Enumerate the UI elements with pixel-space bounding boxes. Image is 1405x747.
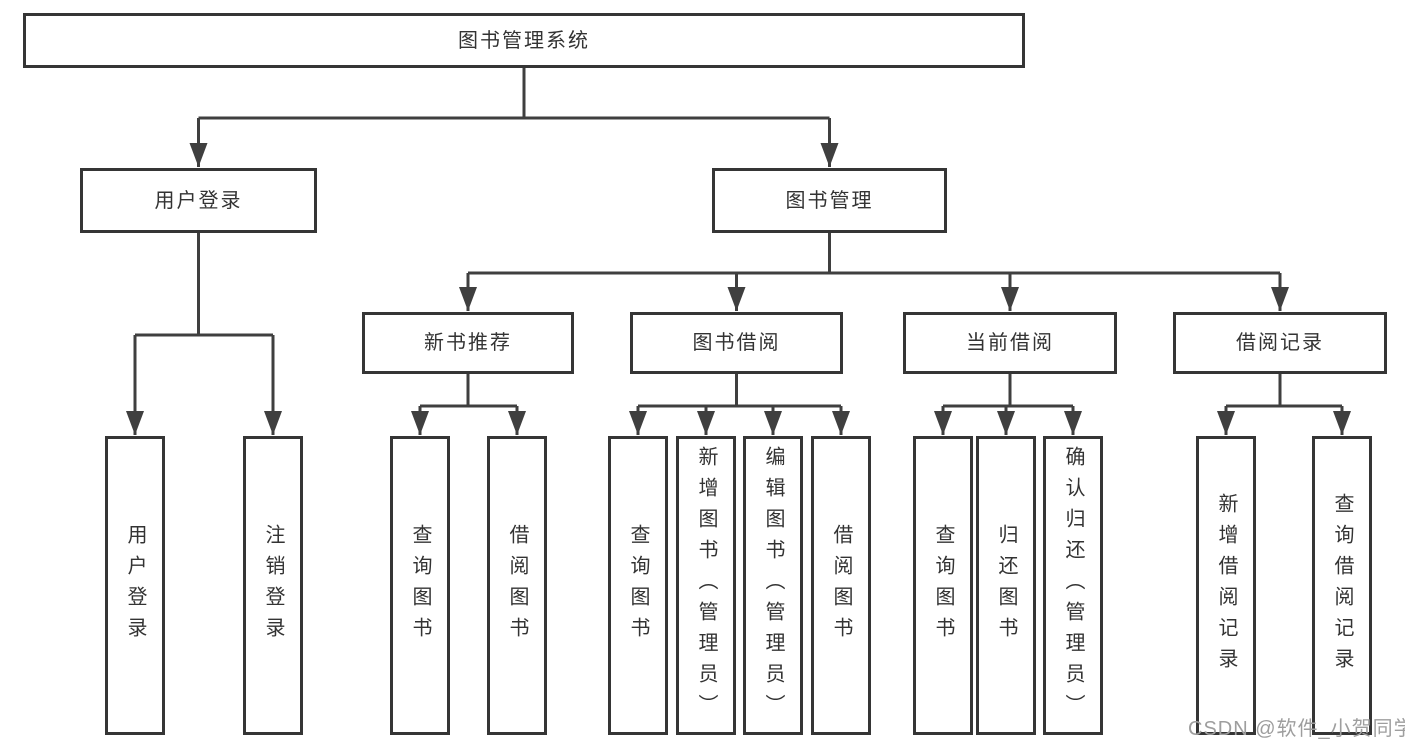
leaf-query-book-1: 查询图书 [390,436,450,735]
leaf-add-borrow-record: 新增借阅记录 [1196,436,1256,735]
node-label: 借阅记录 [1236,332,1324,354]
node-label: 当前借阅 [966,332,1054,354]
leaf-edit-book-admin: 编辑图书（管理员） [743,436,803,735]
node-label: 图书借阅 [692,332,781,354]
leaf-return-book: 归还图书 [976,436,1036,735]
node-label: 新增借阅记录 [1215,492,1237,679]
node-label: 借阅图书 [506,523,528,648]
node-label: 查询图书 [409,523,431,648]
node-label: 注销登录 [262,523,284,648]
node-book-management: 图书管理 [712,168,947,233]
node-new-book-recommend: 新书推荐 [362,312,574,374]
leaf-query-borrow-record: 查询借阅记录 [1312,436,1372,735]
node-label: 新书推荐 [424,332,512,354]
leaf-borrow-book-1: 借阅图书 [487,436,547,735]
node-label: 用户登录 [124,523,146,648]
node-label: 查询图书 [627,523,649,648]
node-book-borrow: 图书借阅 [630,312,843,374]
node-label: 查询图书 [932,523,954,648]
node-label: 查询借阅记录 [1331,492,1353,679]
leaf-user-login: 用户登录 [105,436,165,735]
leaf-add-book-admin: 新增图书（管理员） [676,436,736,735]
node-label: 借阅图书 [830,523,852,648]
node-label: 新增图书（管理员） [695,446,717,725]
leaf-query-book-2: 查询图书 [608,436,668,735]
node-label: 确认归还（管理员） [1062,446,1084,725]
node-label: 编辑图书（管理员） [762,446,784,725]
leaf-confirm-return-admin: 确认归还（管理员） [1043,436,1103,735]
csdn-watermark: CSDN @软件_小贺同学 [1188,718,1405,740]
node-label: 归还图书 [995,523,1017,648]
node-borrow-records: 借阅记录 [1173,312,1387,374]
node-label: 图书管理 [785,189,874,212]
leaf-borrow-book-2: 借阅图书 [811,436,871,735]
node-current-borrow: 当前借阅 [903,312,1117,374]
leaf-query-book-3: 查询图书 [913,436,973,735]
node-label: 图书管理系统 [458,29,590,52]
leaf-logout: 注销登录 [243,436,303,735]
node-user-login: 用户登录 [80,168,317,233]
node-label: 用户登录 [154,189,243,212]
node-root-library-system: 图书管理系统 [23,13,1025,68]
